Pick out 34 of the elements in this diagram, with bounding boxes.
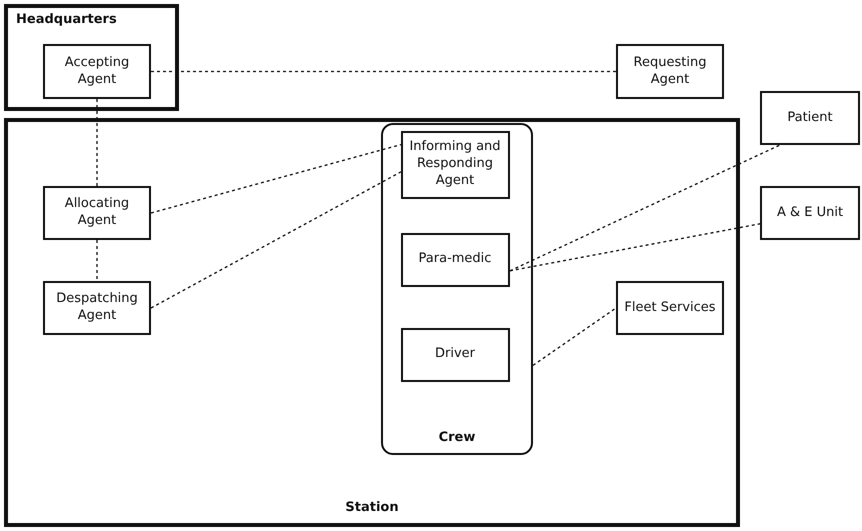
agent-label: Despatching Agent xyxy=(55,291,139,325)
agent-box xyxy=(43,44,151,99)
agent-label: Accepting Agent xyxy=(64,54,130,88)
agent-label: Fleet Services xyxy=(623,300,717,316)
connector-line xyxy=(150,144,402,214)
connector-line xyxy=(510,223,760,272)
group-heading: Crew xyxy=(438,430,476,445)
agent-box xyxy=(760,186,860,240)
group-frame xyxy=(4,118,740,527)
agent-box xyxy=(760,91,860,145)
agent-box xyxy=(616,281,724,335)
agent-label: Informing and Responding Agent xyxy=(408,139,502,190)
connector-line xyxy=(151,70,616,72)
connector-line xyxy=(510,144,780,272)
agent-box xyxy=(43,281,151,335)
agent-label: Patient xyxy=(786,110,834,126)
agent-label: A & E Unit xyxy=(776,204,844,222)
agent-box xyxy=(400,328,510,382)
crew-container xyxy=(381,123,533,455)
connector-line xyxy=(96,99,98,186)
agent-label: Driver xyxy=(434,346,476,363)
agent-label: Allocating Agent xyxy=(64,196,130,230)
agent-box xyxy=(43,186,151,240)
connector-line xyxy=(150,171,402,309)
agent-box xyxy=(400,232,510,286)
agent-box xyxy=(616,44,724,99)
agent-box xyxy=(400,130,510,198)
agent-label: Para-medic xyxy=(418,251,492,268)
group-heading: Station xyxy=(344,500,400,515)
group-heading: Headquarters xyxy=(16,12,117,27)
group-frame xyxy=(4,4,179,111)
connector-line xyxy=(532,307,616,366)
connector-line xyxy=(96,240,98,281)
agent-label: Requesting Agent xyxy=(632,54,708,88)
